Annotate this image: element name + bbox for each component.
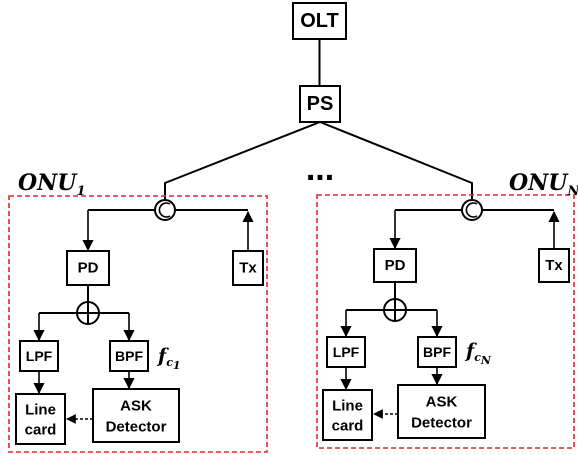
onu-n: ONUN PD Tx LPF BPF fcN Line <box>316 170 578 449</box>
onu-n-line-card-label-2: card <box>332 418 364 435</box>
onu-n-ask-label-1: ASK <box>426 394 458 411</box>
fiber-to-onu-1 <box>164 121 321 199</box>
onu-1-circulator-arrow-icon <box>158 202 171 218</box>
onu-1-bpf-label: BPF <box>115 348 143 364</box>
onu-1-ask-label-2: Detector <box>106 419 167 436</box>
onu-n-tx-label: Tx <box>545 257 563 274</box>
onu-n-lpf-label: LPF <box>333 344 360 360</box>
onu-n-line-card-box <box>322 389 373 441</box>
onu-n-ask-label-2: Detector <box>411 415 472 432</box>
onu-n-ask-detector-box <box>397 384 486 439</box>
onu-n-title: ONUN <box>509 170 578 199</box>
onu-1-line-card-box <box>15 393 66 445</box>
onu-1-frame <box>8 195 268 453</box>
onu-n-circulator-arrow-icon <box>465 202 478 218</box>
onu-n-line-card-label-1: Line <box>332 398 363 415</box>
onu-1-bpf-box <box>109 340 149 372</box>
onu-1-tx-label: Tx <box>239 260 257 277</box>
onu-1-line-card-label-1: Line <box>25 402 56 419</box>
olt-node: OLT <box>292 2 347 40</box>
onu-n-frame <box>316 194 575 449</box>
splitter-label: PS <box>307 93 334 115</box>
onu-n-pd-label: PD <box>385 257 406 274</box>
onu-1: ONU1 PD Tx LPF BPF fc1 Line <box>8 170 268 453</box>
onu-1-line-card-label-2: card <box>25 422 57 439</box>
onu-n-center-frequency: fcN <box>464 340 492 367</box>
onu-1-ask-label-1: ASK <box>120 398 152 415</box>
onu-n-bpf-box <box>417 336 457 368</box>
fiber-to-onu-n <box>319 121 473 199</box>
onu-1-pd-label: PD <box>78 260 99 277</box>
onu-1-center-frequency: fc1 <box>156 345 181 372</box>
splitter-node: PS <box>299 85 341 123</box>
onu-1-lpf-label: LPF <box>26 348 53 364</box>
onu-n-bpf-label: BPF <box>423 344 451 360</box>
onu-1-ask-detector-box <box>92 388 180 443</box>
onu-1-pd-box <box>66 250 110 286</box>
ellipsis: ... <box>306 150 334 188</box>
onu-1-tx-box <box>232 250 264 286</box>
onu-n-tx-box <box>538 248 570 283</box>
onu-1-title: ONU1 <box>18 170 86 199</box>
olt-label: OLT <box>300 10 339 32</box>
